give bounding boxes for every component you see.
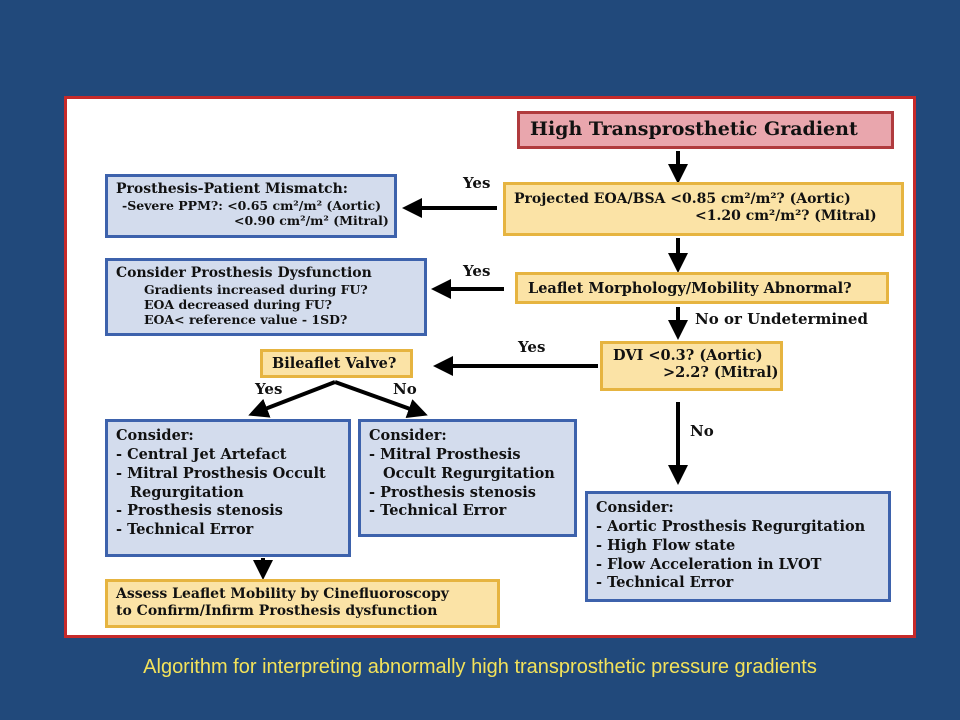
consider-yes-item-4: - Technical Error (116, 521, 254, 539)
consider-right-item-4: - Technical Error (596, 574, 734, 592)
ppm-box: Prosthesis-Patient Mismatch: -Severe PPM… (105, 174, 397, 238)
prosthesis-dysfunction-box: Consider Prosthesis Dysfunction Gradient… (105, 258, 427, 336)
slide-caption: Algorithm for interpreting abnormally hi… (143, 656, 817, 678)
consider-no-item-2: - Prosthesis stenosis (369, 483, 536, 501)
leaflet-text: Leaflet Morphology/Mobility Abnormal? (528, 280, 852, 297)
consider-yes-item-3: - Prosthesis stenosis (116, 502, 283, 520)
leaflet-box: Leaflet Morphology/Mobility Abnormal? (515, 272, 889, 304)
label-yes-eoa: Yes (463, 174, 491, 192)
dysfunction-line-2: EOA decreased during FU? (144, 296, 332, 312)
ppm-line-mitral: <0.90 cm²/m² (Mitral) (234, 212, 389, 228)
dysfunction-title: Consider Prosthesis Dysfunction (116, 265, 372, 281)
consider-right-item-1: - Aortic Prosthesis Regurgitation (596, 517, 866, 535)
high-gradient-text: High Transprosthetic Gradient (530, 118, 858, 140)
consider-no-item-3: - Technical Error (369, 502, 507, 520)
bileaflet-text: Bileaflet Valve? (272, 355, 397, 372)
dvi-line-mitral: >2.2? (Mitral) (663, 364, 779, 382)
consider-yes-item-1: - Central Jet Artefact (116, 445, 287, 463)
consider-yes-box: Consider: - Central Jet Artefact - Mitra… (105, 419, 351, 557)
consider-yes-item-2-cont: Regurgitation (130, 483, 244, 501)
label-yes-dvi: Yes (518, 338, 546, 356)
consider-yes-title: Consider: (116, 427, 194, 444)
eoa-line-aortic: Projected EOA/BSA <0.85 cm²/m²? (Aortic) (514, 191, 851, 207)
consider-right-box: Consider: - Aortic Prosthesis Regurgitat… (585, 491, 891, 602)
eoa-line-mitral: <1.20 cm²/m²? (Mitral) (695, 207, 877, 224)
arrow-bileaflet-no (334, 380, 428, 418)
label-no-dvi: No (690, 422, 714, 440)
cinefluoroscopy-box: Assess Leaflet Mobility by Cinefluorosco… (105, 579, 500, 628)
bileaflet-box: Bileaflet Valve? (260, 349, 413, 378)
ppm-line-aortic: -Severe PPM?: <0.65 cm²/m² (Aortic) (122, 197, 381, 213)
cinefluoro-line-2: to Confirm/Infirm Prosthesis dysfunction (116, 602, 438, 619)
label-no-or-undetermined: No or Undetermined (695, 310, 868, 328)
label-yes-leaflet: Yes (463, 262, 491, 280)
consider-yes-item-2: - Mitral Prosthesis Occult (116, 464, 326, 482)
dvi-box: DVI <0.3? (Aortic) >2.2? (Mitral) (600, 341, 783, 391)
dysfunction-line-3: EOA< reference value - 1SD? (144, 311, 348, 327)
consider-right-item-2: - High Flow state (596, 536, 736, 554)
consider-no-box: Consider: - Mitral Prosthesis Occult Reg… (358, 419, 577, 537)
high-gradient-box: High Transprosthetic Gradient (517, 111, 894, 149)
consider-no-item-1: - Mitral Prosthesis (369, 445, 521, 463)
cinefluoro-line-1: Assess Leaflet Mobility by Cinefluorosco… (116, 586, 449, 602)
dysfunction-line-1: Gradients increased during FU? (144, 281, 368, 297)
label-yes-bileaflet: Yes (255, 380, 283, 398)
consider-no-item-1-cont: Occult Regurgitation (383, 464, 555, 482)
label-no-bileaflet: No (393, 380, 417, 398)
projected-eoa-box: Projected EOA/BSA <0.85 cm²/m²? (Aortic)… (503, 182, 904, 236)
consider-right-title: Consider: (596, 499, 674, 516)
consider-no-title: Consider: (369, 427, 447, 444)
dvi-line-aortic: DVI <0.3? (Aortic) (613, 347, 763, 364)
ppm-title: Prosthesis-Patient Mismatch: (116, 181, 348, 197)
arrow-bileaflet-yes (248, 380, 336, 418)
consider-right-item-3: - Flow Acceleration in LVOT (596, 555, 822, 573)
